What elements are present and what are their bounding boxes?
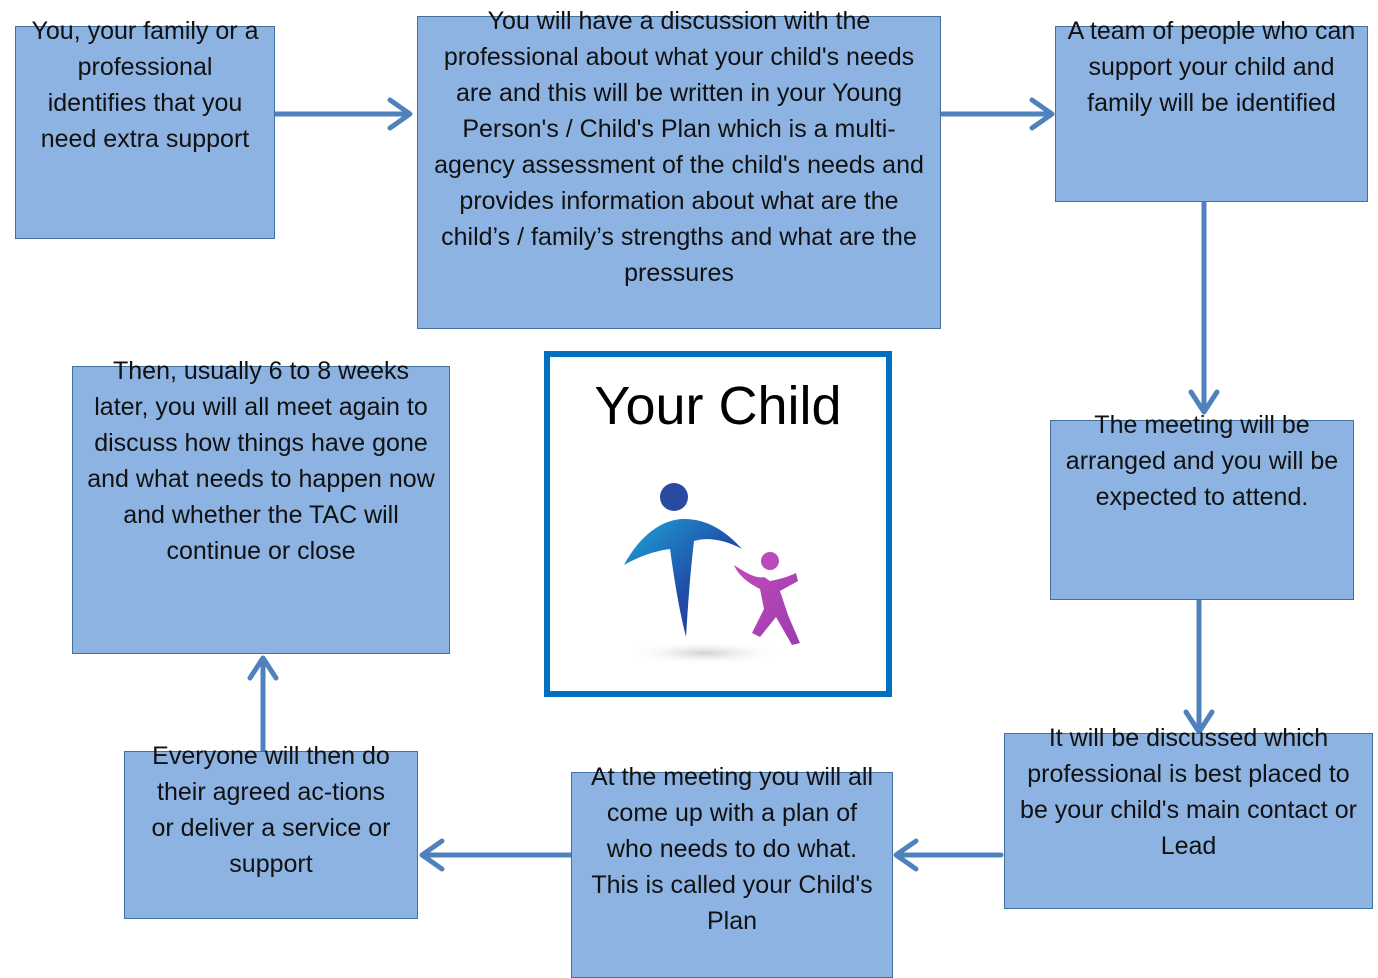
arrow-s4-to-s5 — [1183, 597, 1215, 735]
step-text-5: It will be discussed which professional … — [1020, 724, 1357, 860]
arrow-s7-to-s8 — [247, 655, 279, 754]
step-text-6: At the meeting you will all come up with… — [590, 763, 874, 935]
parent-child-logo — [624, 483, 800, 665]
step-text-1: You, your family or a professional ident… — [31, 17, 259, 153]
adult-body — [624, 518, 742, 637]
step-box-7: Everyone will then do their agreed ac-ti… — [124, 742, 418, 919]
step-text-7: Everyone will then do their agreed ac-ti… — [151, 742, 391, 878]
adult-head — [660, 483, 688, 511]
your-child-title: Your Child — [594, 376, 842, 436]
step-box-4: The meeting will be arranged and you wil… — [1050, 411, 1354, 600]
step-box-8: Then, usually 6 to 8 weeks later, you wi… — [72, 357, 450, 654]
step-text-8: Then, usually 6 to 8 weeks later, you wi… — [87, 357, 435, 565]
arrow-s1-to-s2 — [272, 97, 413, 131]
child-head — [761, 552, 779, 570]
step-text-4: The meeting will be arranged and you wil… — [1065, 411, 1339, 511]
step-box-6: At the meeting you will all come up with… — [571, 763, 893, 978]
your-child-panel: Your Child — [544, 351, 892, 697]
step-box-1: You, your family or a professional ident… — [15, 17, 275, 239]
step-box-5: It will be discussed which professional … — [1004, 724, 1373, 909]
child-body — [734, 565, 800, 645]
arrow-s3-to-s4 — [1188, 199, 1220, 415]
step-text-3: A team of people who can support your ch… — [1067, 17, 1356, 117]
step-box-3: A team of people who can support your ch… — [1055, 17, 1368, 202]
arrow-s5-to-s6 — [893, 838, 1004, 872]
step-text-2: You will have a discussion with the prof… — [434, 7, 924, 287]
step-box-2: You will have a discussion with the prof… — [417, 7, 941, 329]
logo-shadow — [625, 641, 785, 665]
arrow-s2-to-s3 — [938, 97, 1055, 131]
arrow-s6-to-s7 — [419, 838, 574, 872]
